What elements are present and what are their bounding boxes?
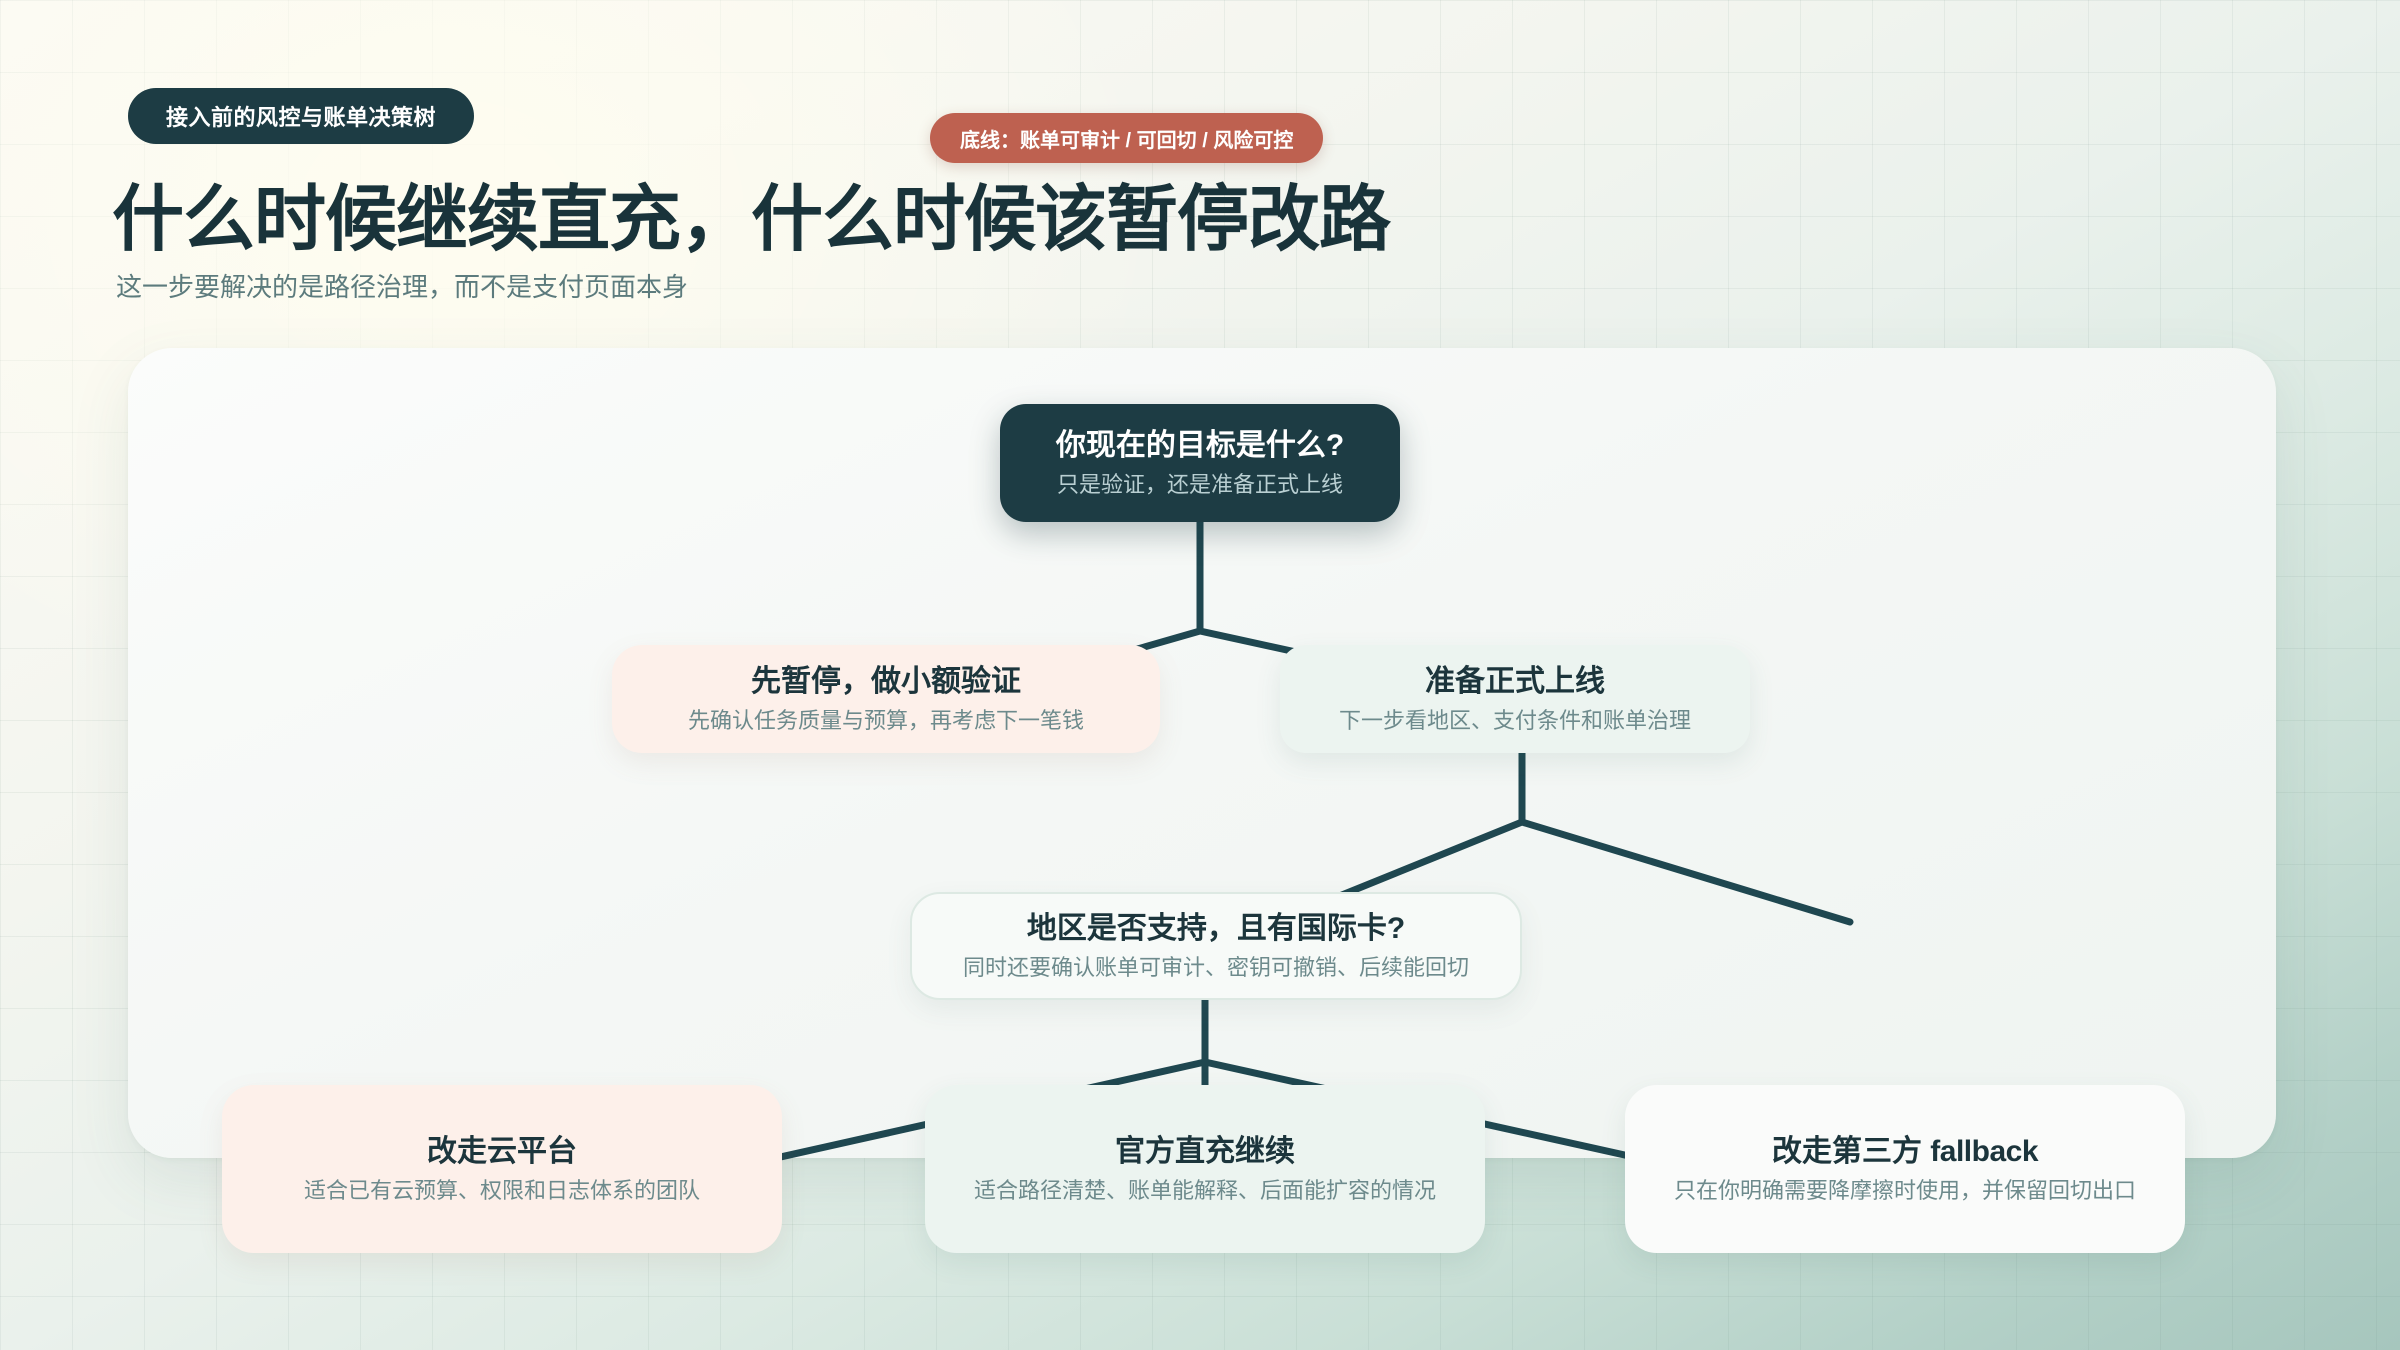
page-title: 什么时候继续直充，什么时候该暂停改路 — [112, 180, 1391, 260]
node-title: 改走第三方 fallback — [1771, 1134, 2039, 1169]
node-leaf-third-party-fallback[interactable]: 改走第三方 fallback 只在你明确需要降摩擦时使用，并保留回切出口 — [1625, 1085, 2185, 1253]
node-title: 改走云平台 — [427, 1134, 577, 1168]
node-title: 官方直充继续 — [1115, 1134, 1295, 1168]
node-region-support-check[interactable]: 地区是否支持，且有国际卡? 同时还要确认账单可审计、密钥可撤销、后续能回切 — [910, 892, 1522, 1000]
node-root-goal[interactable]: 你现在的目标是什么? 只是验证，还是准备正式上线 — [1000, 404, 1400, 522]
node-subtitle: 只是验证，还是准备正式上线 — [1056, 471, 1343, 497]
node-subtitle: 同时还要确认账单可审计、密钥可撤销、后续能回切 — [962, 954, 1469, 980]
node-subtitle: 只在你明确需要降摩擦时使用，并保留回切出口 — [1673, 1177, 2136, 1203]
node-subtitle: 适合路径清楚、账单能解释、后面能扩容的情况 — [973, 1177, 1436, 1203]
node-title: 准备正式上线 — [1425, 664, 1605, 698]
node-subtitle: 适合已有云预算、权限和日志体系的团队 — [303, 1177, 700, 1203]
node-pause-and-validate[interactable]: 先暂停，做小额验证 先确认任务质量与预算，再考虑下一笔钱 — [612, 645, 1160, 753]
node-leaf-official-topup[interactable]: 官方直充继续 适合路径清楚、账单能解释、后面能扩容的情况 — [925, 1085, 1485, 1253]
node-title: 先暂停，做小额验证 — [751, 664, 1021, 698]
eyebrow-label: 接入前的风控与账单决策树 — [166, 105, 437, 130]
bottom-line-badge: 底线：账单可审计 / 可回切 / 风险可控 — [930, 113, 1324, 163]
eyebrow-badge: 接入前的风控与账单决策树 — [128, 88, 475, 144]
node-title-cn: 改走第三方 — [1771, 1134, 1922, 1168]
node-prepare-go-live[interactable]: 准备正式上线 下一步看地区、支付条件和账单治理 — [1280, 645, 1750, 753]
node-title: 地区是否支持，且有国际卡? — [1026, 911, 1406, 945]
node-leaf-cloud-platform[interactable]: 改走云平台 适合已有云预算、权限和日志体系的团队 — [222, 1085, 782, 1253]
page-subtitle: 这一步要解决的是路径治理，而不是支付页面本身 — [116, 272, 689, 302]
node-title-en: fallback — [1930, 1134, 2039, 1168]
node-title: 你现在的目标是什么? — [1055, 428, 1345, 462]
node-subtitle: 先确认任务质量与预算，再考虑下一笔钱 — [687, 707, 1084, 733]
node-subtitle: 下一步看地区、支付条件和账单治理 — [1338, 707, 1691, 733]
bottom-line-label: 底线：账单可审计 / 可回切 / 风险可控 — [960, 129, 1294, 152]
